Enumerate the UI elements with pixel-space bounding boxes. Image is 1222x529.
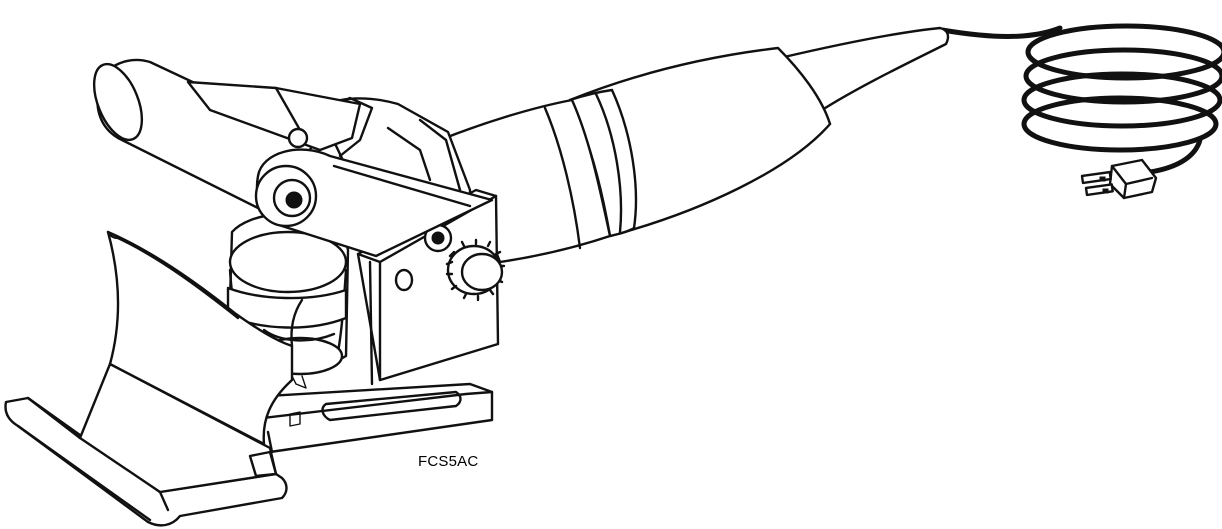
adjustment-knob: [445, 238, 506, 302]
front-guide: [4, 362, 288, 527]
power-cord: [939, 23, 1222, 175]
guide-shield: [106, 230, 304, 446]
figure-caption: FCS5AC: [418, 453, 479, 470]
power-plug: [1080, 158, 1158, 200]
handle: [438, 26, 950, 264]
roller-arm: [254, 127, 494, 258]
